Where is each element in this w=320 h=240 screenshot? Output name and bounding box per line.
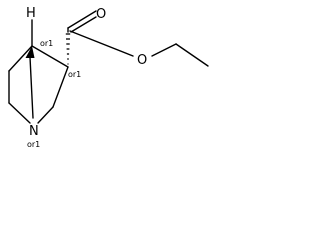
stereo-label-c3: or1 [68, 70, 81, 79]
ring-bonds [8, 19, 69, 124]
bond-carboxyl-carbonyl-o-2 [70, 16, 97, 33]
atom-nitrogen: N [29, 124, 39, 139]
bond-c2-c3 [52, 66, 69, 108]
atom-hydrogen: H [26, 6, 36, 21]
bond-c3-c4 [31, 45, 69, 68]
stereo-label-c4: or1 [40, 39, 53, 48]
bond-c6-n1 [8, 102, 31, 124]
bond-c4-c5 [8, 45, 33, 72]
bond-n1-c2 [37, 106, 54, 124]
atom-carbonyl-oxygen: O [96, 7, 106, 22]
bridge-wedge [25, 46, 35, 58]
stereo-label-n1: or1 [27, 140, 40, 149]
bond-carboxyl-ester-o [69, 30, 134, 57]
ethyl-azabicycloheptane-carboxylate-structure: H N O O or1 or1 or1 [8, 6, 209, 149]
atom-ester-oxygen: O [137, 53, 147, 68]
structure-canvas: H N O O or1 or1 or1 [0, 0, 216, 151]
bond-ester-o-ch2 [151, 43, 177, 57]
hashed-wedge-c3-carboxyl [65, 33, 71, 65]
bond-carboxyl-carbonyl-o-1 [67, 10, 97, 29]
ester-bonds [67, 10, 209, 67]
bond-c7-n1 [29, 56, 34, 119]
bond-ch2-ch3 [175, 43, 209, 67]
